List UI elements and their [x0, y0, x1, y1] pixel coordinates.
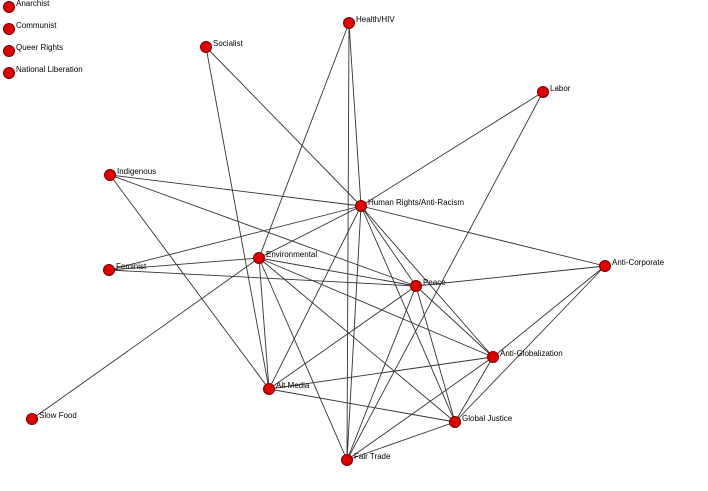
node-label: Socialist	[213, 39, 244, 48]
node-anti-corporate[interactable]: Anti-Corporate	[599, 258, 665, 272]
node-label: Global Justice	[462, 414, 513, 423]
node-label: Feminist	[116, 262, 147, 271]
node-marker[interactable]	[3, 67, 15, 79]
node-label: Environmental	[266, 250, 317, 259]
edge-human-rights-fair-trade	[346, 205, 362, 461]
node-marker[interactable]	[487, 351, 499, 363]
edge-anti-corporate-global-justice	[454, 265, 606, 423]
node-label: Fair Trade	[354, 452, 391, 461]
node-anti-globalization[interactable]: Anti-Globalization	[487, 349, 563, 363]
edge-health-hiv-human-rights	[348, 22, 362, 207]
node-label: National Liberation	[16, 65, 83, 74]
edge-indigenous-human-rights	[109, 174, 362, 207]
node-label: Communist	[16, 21, 57, 30]
node-marker[interactable]	[449, 416, 461, 428]
node-marker[interactable]	[3, 45, 15, 57]
node-anarchist[interactable]: Anarchist	[3, 0, 51, 13]
node-marker[interactable]	[410, 280, 422, 292]
edge-peace-anti-corporate	[415, 265, 606, 287]
node-peace[interactable]: Peace	[410, 278, 447, 292]
node-label: Human Rights/Anti-Racism	[368, 198, 464, 207]
node-label: Indigenous	[117, 167, 156, 176]
edge-anti-corporate-anti-globalization	[492, 265, 606, 358]
node-marker[interactable]	[26, 413, 38, 425]
edge-health-hiv-fair-trade	[346, 22, 350, 461]
node-indigenous[interactable]: Indigenous	[104, 167, 157, 181]
edge-human-rights-global-justice	[360, 205, 456, 423]
node-feminist[interactable]: Feminist	[103, 262, 148, 276]
edge-socialist-alt-media	[205, 46, 270, 390]
edge-socialist-human-rights	[205, 46, 362, 207]
edge-human-rights-alt-media	[268, 205, 362, 390]
node-queer-rights[interactable]: Queer Rights	[3, 43, 64, 57]
edges-layer	[31, 22, 606, 461]
node-human-rights[interactable]: Human Rights/Anti-Racism	[355, 198, 465, 212]
edge-peace-alt-media	[268, 285, 417, 390]
node-label: Queer Rights	[16, 43, 63, 52]
edge-environmental-global-justice	[258, 257, 456, 423]
edge-human-rights-environmental	[258, 205, 362, 259]
node-global-justice[interactable]: Global Justice	[449, 414, 513, 428]
node-national-liberation[interactable]: National Liberation	[3, 65, 83, 79]
node-alt-media[interactable]: Alt Media	[263, 381, 310, 395]
edge-human-rights-peace	[360, 205, 417, 287]
node-marker[interactable]	[537, 86, 549, 98]
edge-health-hiv-environmental	[258, 22, 350, 259]
edge-anti-globalization-global-justice	[454, 356, 494, 423]
node-marker[interactable]	[104, 169, 116, 181]
edge-labor-fair-trade	[346, 91, 544, 461]
node-socialist[interactable]: Socialist	[200, 39, 244, 53]
node-marker[interactable]	[200, 41, 212, 53]
node-marker[interactable]	[343, 17, 355, 29]
edge-environmental-alt-media	[258, 257, 270, 390]
node-marker[interactable]	[3, 1, 15, 13]
node-label: Labor	[550, 84, 571, 93]
edge-feminist-peace	[108, 269, 417, 287]
edge-labor-human-rights	[360, 91, 544, 207]
edge-peace-anti-globalization	[415, 285, 494, 358]
node-label: Anti-Globalization	[500, 349, 563, 358]
edge-environmental-slow-food	[31, 257, 260, 420]
node-label: Slow Food	[39, 411, 77, 420]
node-marker[interactable]	[263, 383, 275, 395]
edge-human-rights-anti-corporate	[360, 205, 606, 267]
node-health-hiv[interactable]: Health/HIV	[343, 15, 396, 29]
edge-anti-globalization-fair-trade	[346, 356, 494, 461]
node-slow-food[interactable]: Slow Food	[26, 411, 77, 425]
node-communist[interactable]: Communist	[3, 21, 58, 35]
node-label: Anti-Corporate	[612, 258, 665, 267]
edge-environmental-anti-globalization	[258, 257, 494, 358]
edge-peace-global-justice	[415, 285, 456, 423]
edge-environmental-peace	[258, 257, 417, 287]
edge-alt-media-global-justice	[268, 388, 456, 423]
node-label: Health/HIV	[356, 15, 395, 24]
node-marker[interactable]	[103, 264, 115, 276]
node-marker[interactable]	[3, 23, 15, 35]
edge-environmental-fair-trade	[258, 257, 348, 461]
node-label: Anarchist	[16, 0, 50, 8]
edge-feminist-environmental	[108, 257, 260, 271]
node-environmental[interactable]: Environmental	[253, 250, 318, 264]
node-marker[interactable]	[355, 200, 367, 212]
edge-human-rights-anti-globalization	[360, 205, 494, 358]
edge-anti-globalization-alt-media	[268, 356, 494, 390]
node-marker[interactable]	[253, 252, 265, 264]
node-fair-trade[interactable]: Fair Trade	[341, 452, 392, 466]
edge-human-rights-feminist	[108, 205, 362, 271]
node-label: Alt Media	[276, 381, 310, 390]
node-labor[interactable]: Labor	[537, 84, 571, 98]
edge-fair-trade-global-justice	[346, 421, 456, 461]
node-marker[interactable]	[599, 260, 611, 272]
edge-indigenous-alt-media	[109, 174, 270, 390]
node-label: Peace	[423, 278, 446, 287]
node-marker[interactable]	[341, 454, 353, 466]
